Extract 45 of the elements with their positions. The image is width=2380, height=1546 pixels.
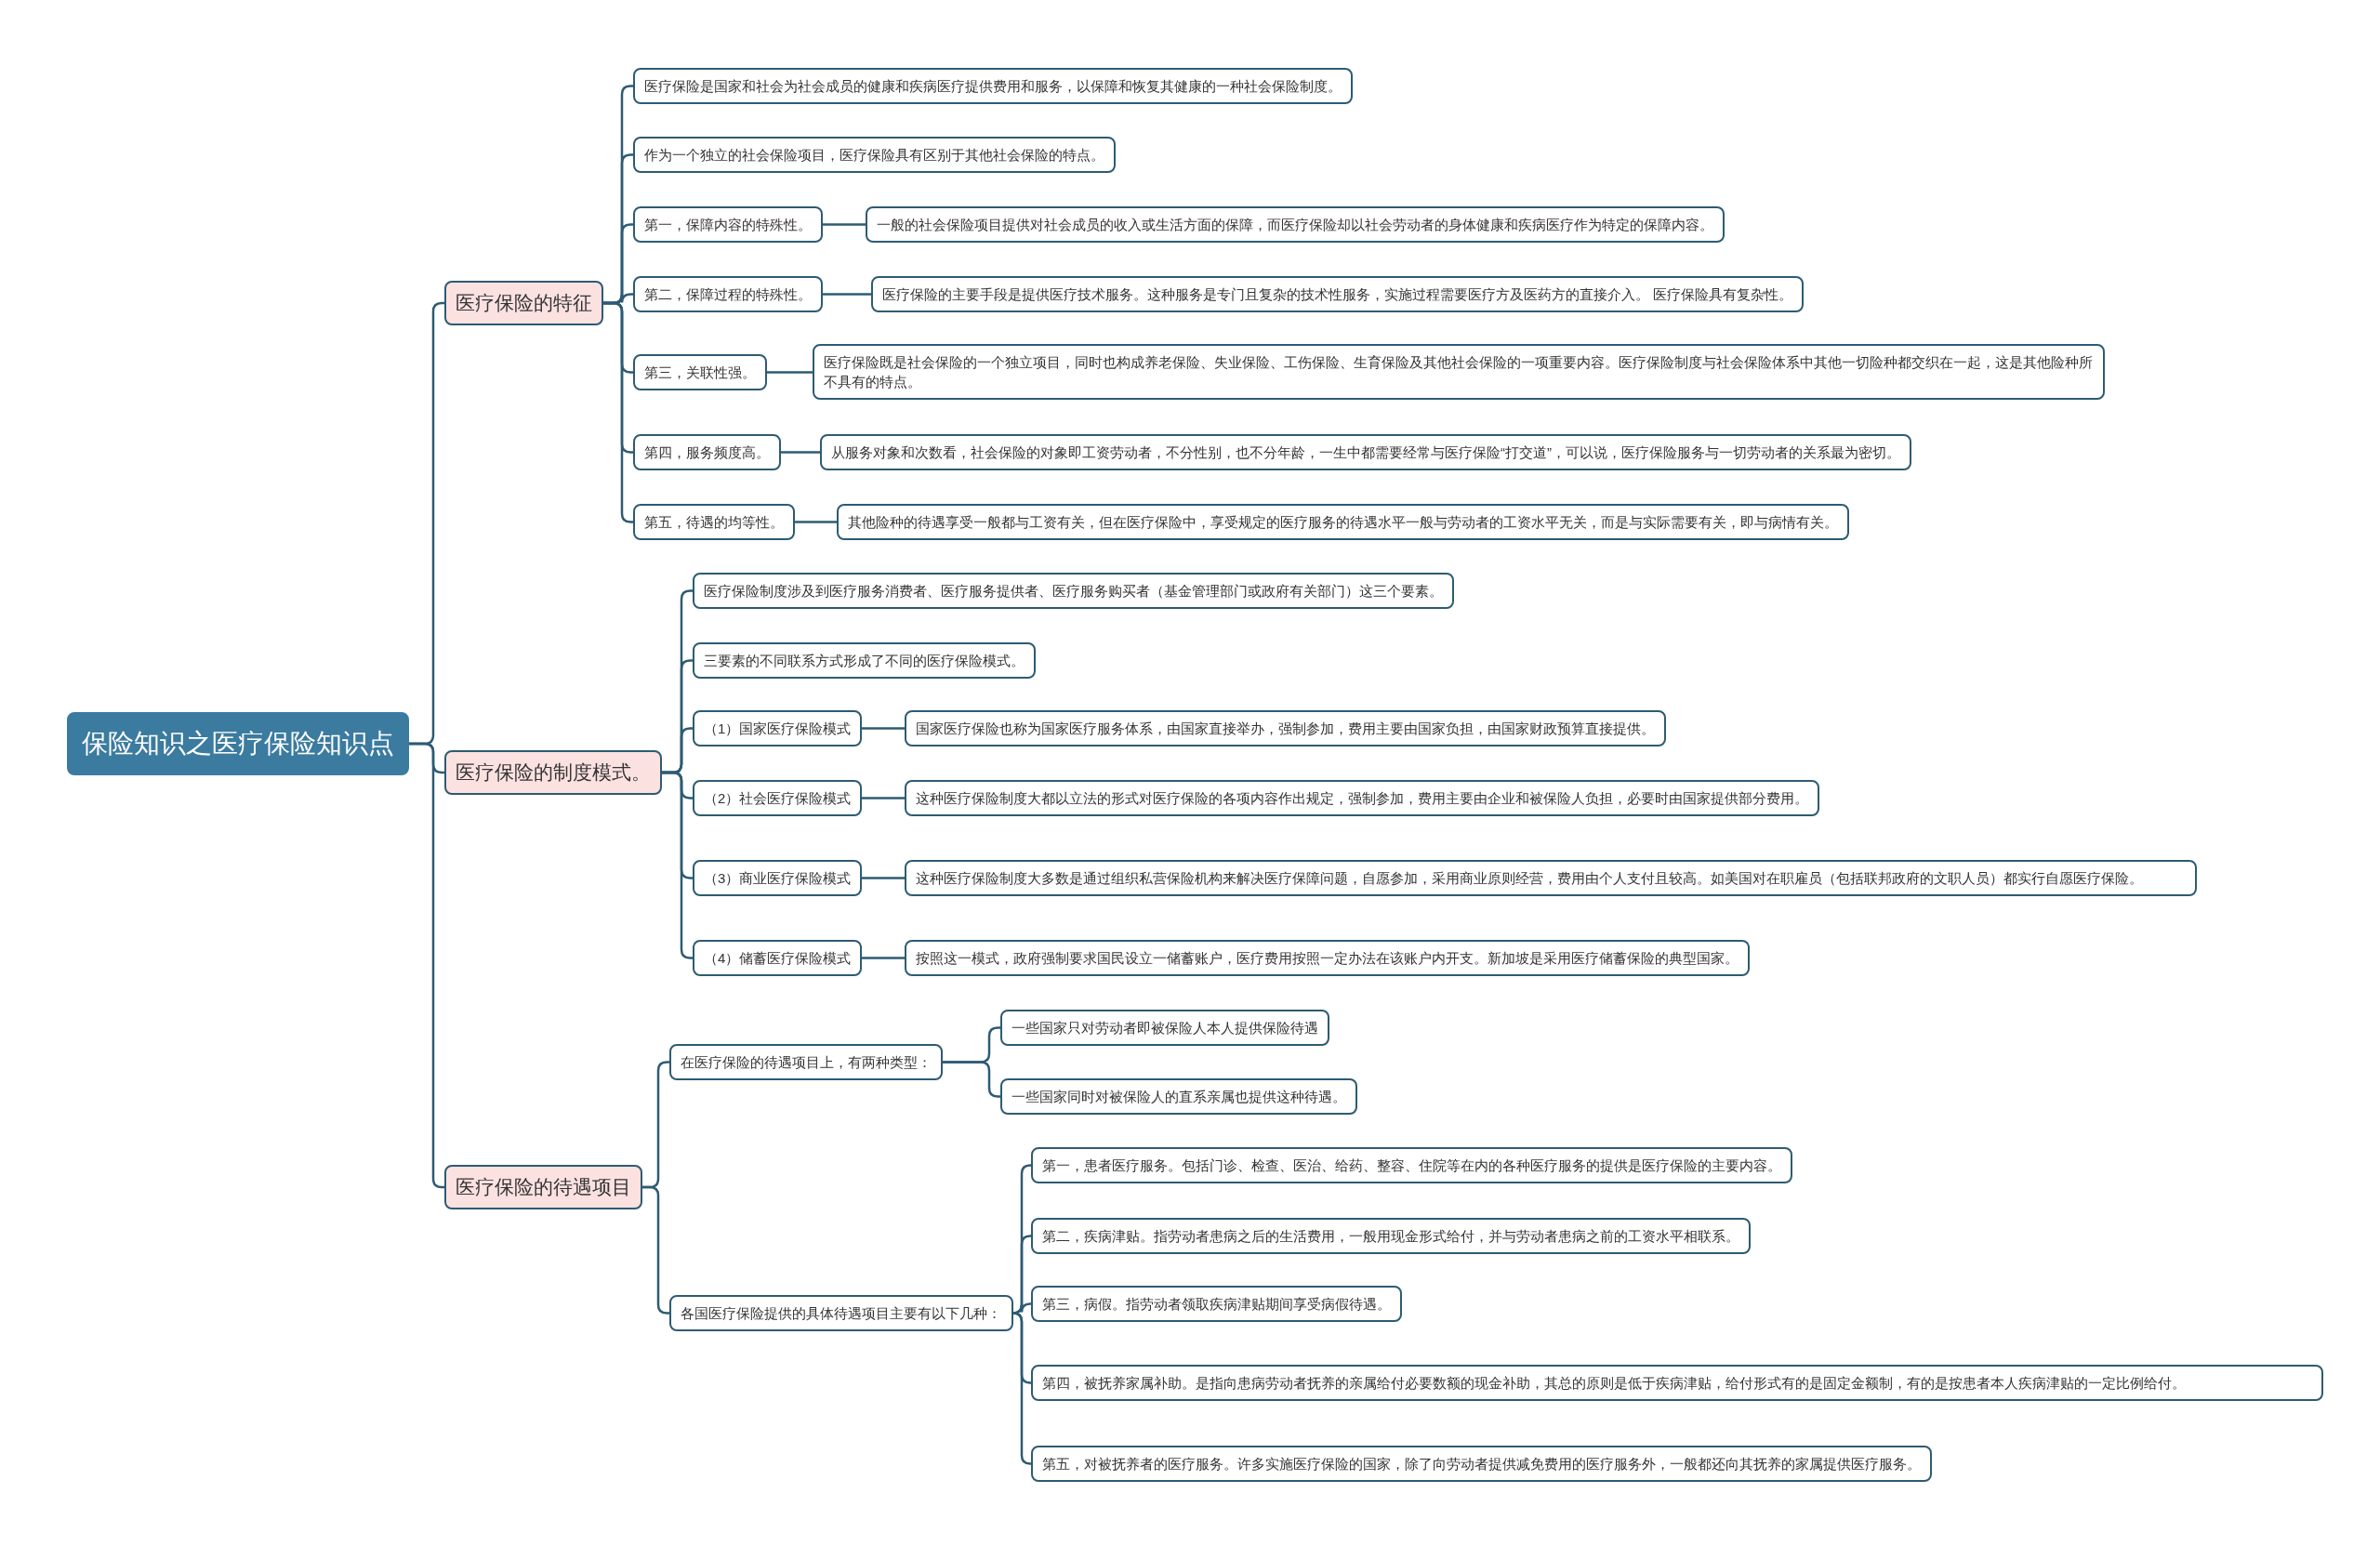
connector-line <box>862 727 905 730</box>
branch-topic: 医疗保险的待遇项目 <box>444 1165 642 1209</box>
topic-box: 医疗保险的主要手段是提供医疗技术服务。这种服务是专门且复杂的技术性服务，实施过程需要医疗方及医药方的直接介入。 医疗保险具有复杂性。 <box>871 275 1805 312</box>
topic-box: 第三，病假。指劳动者领取疾病津贴期间享受病假待遇。 <box>1031 1285 1402 1322</box>
branch-topic: 医疗保险的制度模式。 <box>444 750 662 795</box>
connector-line <box>862 877 905 879</box>
topic-box: 医疗保险制度涉及到医疗服务消费者、医疗服务提供者、医疗服务购买者（基金管理部门或政府有关部门）这三个要素。 <box>693 572 1454 609</box>
topic-box: 医疗保险既是社会保险的一个独立项目，同时也构成养老保险、失业保险、工伤保险、生育保险及其他社会保险的一项重要内容。医疗保险制度与社会保险体系中其他一切险种都交织在一起，这是其他险种所不具有的特点。 <box>813 344 2105 400</box>
topic-box: 这种医疗保险制度大多数是通过组织私营保险机构来解决医疗保障问题，自愿参加，采用商业原则经营，费用由个人支付且较高。如美国对在职雇员（包括联邦政府的文职人员）都实行自愿医疗保险。 <box>905 859 2197 896</box>
topic-box: 一般的社会保险项目提供对社会成员的收入或生活方面的保障，而医疗保险却以社会劳动者的身体健康和疾病医疗作为特定的保障内容。 <box>866 205 1725 243</box>
topic-box: 按照这一模式，政府强制要求国民设立一储蓄账户，医疗费用按照一定办法在该账户内开支。新加坡是采用医疗储蓄保险的典型国家。 <box>905 939 1750 976</box>
topic-box: （3）商业医疗保险模式 <box>693 859 863 896</box>
connector-line <box>823 223 866 226</box>
topic-box: 从服务对象和次数看，社会保险的对象即工资劳动者，不分性别，也不分年龄，一生中都需要经常与医疗保险“打交道”，可以说，医疗保险服务与一切劳动者的关系最为密切。 <box>820 433 1911 470</box>
topic-box: 作为一个独立的社会保险项目，医疗保险具有区别于其他社会保险的特点。 <box>633 136 1116 173</box>
connector-line <box>862 957 905 959</box>
topic-box: 第三，关联性强。 <box>633 353 767 390</box>
topic-box: 各国医疗保险提供的具体待遇项目主要有以下几种： <box>669 1294 1013 1331</box>
connector-line <box>823 293 871 296</box>
connector-line <box>767 371 813 374</box>
topic-box: 第二，疾病津贴。指劳动者患病之后的生活费用，一般用现金形式给付，并与劳动者患病之前的工资水平相联系。 <box>1031 1217 1751 1254</box>
topic-box: 国家医疗保险也称为国家医疗服务体系，由国家直接举办，强制参加，费用主要由国家负担，由国家财政预算直接提供。 <box>905 709 1666 747</box>
topic-box: 第二，保障过程的特殊性。 <box>633 275 823 312</box>
topic-box: 这种医疗保险制度大都以立法的形式对医疗保险的各项内容作出规定，强制参加，费用主要由企业和被保险人负担，必要时由国家提供部分费用。 <box>905 779 1819 816</box>
central-topic: 保险知识之医疗保险知识点 <box>67 712 409 775</box>
topic-box: 其他险种的待遇享受一般都与工资有关，但在医疗保险中，享受规定的医疗服务的待遇水平一般与劳动者的工资水平无关，而是与实际需要有关，即与病情有关。 <box>837 503 1849 540</box>
topic-box: 第五，对被抚养者的医疗服务。许多实施医疗保险的国家，除了向劳动者提供减免费用的医疗服务外，一般都还向其抚养的家属提供医疗服务。 <box>1031 1445 1932 1482</box>
connector-line <box>795 521 837 523</box>
connector-line <box>781 451 820 454</box>
topic-box: 一些国家同时对被保险人的直系亲属也提供这种待遇。 <box>1000 1077 1357 1115</box>
topic-box: 第四，服务频度高。 <box>633 433 781 470</box>
topic-box: （1）国家医疗保险模式 <box>693 709 863 747</box>
topic-box: （4）储蓄医疗保险模式 <box>693 939 863 976</box>
connector-line <box>862 797 905 799</box>
topic-box: 第四，被抚养家属补助。是指向患病劳动者抚养的亲属给付必要数额的现金补助，其总的原则是低于疾病津贴，给付形式有的是固定金额制，有的是按患者本人疾病津贴的一定比例给付。 <box>1031 1364 2323 1401</box>
branch-topic: 医疗保险的特征 <box>444 281 603 325</box>
topic-box: 第五，待遇的均等性。 <box>633 503 795 540</box>
topic-box: 第一，保障内容的特殊性。 <box>633 205 823 243</box>
topic-box: 一些国家只对劳动者即被保险人本人提供保险待遇 <box>1000 1009 1329 1046</box>
topic-box: 医疗保险是国家和社会为社会成员的健康和疾病医疗提供费用和服务，以保障和恢复其健康的一种社会保险制度。 <box>633 67 1353 104</box>
topic-box: 第一，患者医疗服务。包括门诊、检查、医治、给药、整容、住院等在内的各种医疗服务的提供是医疗保险的主要内容。 <box>1031 1146 1792 1183</box>
topic-box: 在医疗保险的待遇项目上，有两种类型： <box>669 1043 943 1080</box>
topic-box: （2）社会医疗保险模式 <box>693 779 863 816</box>
topic-box: 三要素的不同联系方式形成了不同的医疗保险模式。 <box>693 641 1036 679</box>
connector-line <box>943 1061 1000 1098</box>
